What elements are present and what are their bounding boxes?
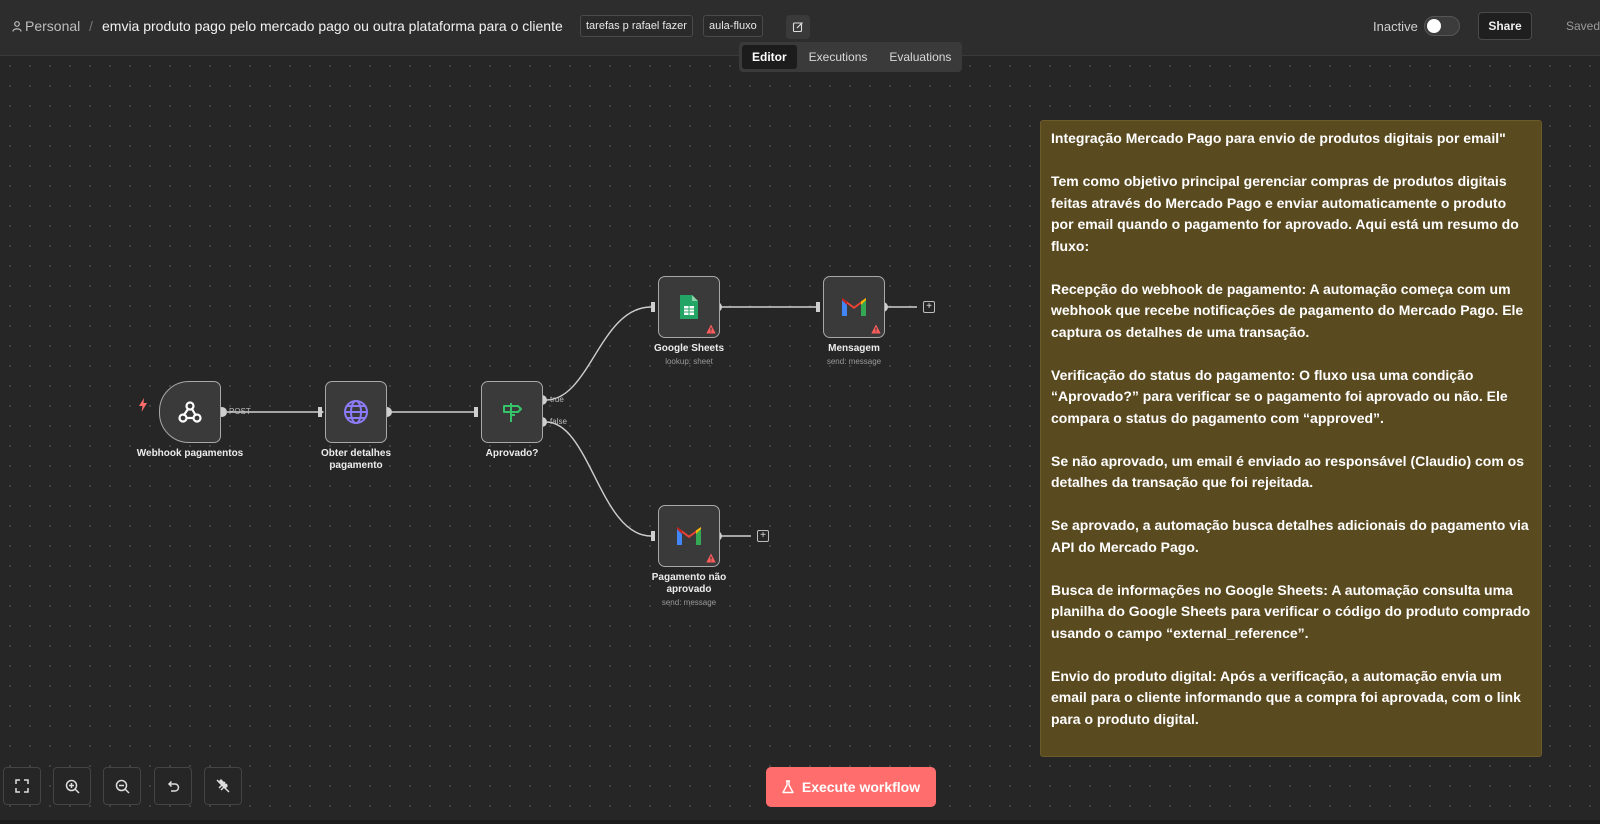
add-node-button[interactable]: + <box>923 301 935 313</box>
sticky-paragraph: Tem como objetivo principal gerenciar co… <box>1051 173 1519 254</box>
edit-tags-button[interactable] <box>786 15 810 39</box>
node-webhook[interactable] <box>159 381 221 443</box>
add-node-button[interactable]: + <box>757 530 769 542</box>
node-sheets-sub: lookup: sheet <box>665 357 713 366</box>
toggle-knob <box>1427 19 1441 33</box>
edge-arrow-http <box>318 408 324 416</box>
flask-icon <box>782 780 794 794</box>
tag-tarefas[interactable]: tarefas p rafael fazer <box>580 15 693 37</box>
webhook-icon <box>178 401 202 423</box>
edge-true-sheets <box>545 306 652 401</box>
sticky-paragraph: Recepção do webhook de pagamento: A auto… <box>1051 280 1524 340</box>
saved-status: Saved <box>1566 19 1600 33</box>
node-gmail-ok-label: Mensagem <box>828 343 880 354</box>
zoom-in-button[interactable] <box>53 767 91 805</box>
execute-workflow-label: Execute workflow <box>801 779 921 795</box>
input-port-if <box>474 407 478 417</box>
workflow-title[interactable]: emvia produto pago pelo mercado pago ou … <box>102 18 563 34</box>
undo-icon <box>167 780 180 792</box>
sticky-paragraph: Se aprovado, a automação busca detalhes … <box>1051 517 1529 555</box>
warning-icon <box>706 324 716 334</box>
zoom-in-icon <box>65 779 80 794</box>
node-sheets-label: Google Sheets <box>653 343 724 354</box>
sticky-paragraph: Envio do produto digital: Após a verific… <box>1051 667 1521 727</box>
node-if-label: Aprovado? <box>485 448 539 459</box>
sticky-note[interactable]: Integração Mercado Pago para envio de pr… <box>1040 120 1542 757</box>
node-http-label: Obter detalhes pagamento <box>296 448 416 472</box>
undo-button[interactable] <box>154 767 192 805</box>
gmail-icon <box>677 527 701 545</box>
node-gmail-fail-label-line2: aprovado <box>666 584 712 595</box>
signpost-icon <box>503 403 522 422</box>
sticky-paragraph: Se não aprovado, um email é enviado ao r… <box>1051 452 1525 491</box>
warning-icon <box>871 324 881 334</box>
edge-false-gmail <box>545 421 652 537</box>
trigger-bolt-icon <box>139 398 147 412</box>
node-gmail-fail-label-line1: Pagamento não <box>651 572 727 583</box>
view-tabs: Editor Executions Evaluations <box>739 42 962 72</box>
node-gmail-nao-aprovado[interactable] <box>658 505 720 567</box>
globe-icon <box>344 400 368 424</box>
node-gmail-fail-label: Pagamento não aprovado <box>629 572 749 596</box>
input-port-sheets <box>651 302 655 312</box>
execute-workflow-button[interactable]: Execute workflow <box>766 767 936 807</box>
sticky-paragraph: Verificação do status do pagamento: O fl… <box>1051 366 1508 426</box>
node-gmail-fail-sub: send: message <box>661 598 717 607</box>
node-if-aprovado[interactable] <box>481 381 543 443</box>
sticky-paragraph: Integração Mercado Pago para envio de pr… <box>1051 130 1506 146</box>
node-http-label-line2: pagamento <box>329 460 383 471</box>
port-label-true: true <box>550 395 564 404</box>
share-button[interactable]: Share <box>1478 12 1532 40</box>
tab-editor[interactable]: Editor <box>742 45 797 69</box>
node-gmail-ok-sub: send: message <box>826 357 882 366</box>
node-webhook-label: Webhook pagamentos <box>136 448 244 459</box>
breadcrumb-project[interactable]: Personal <box>12 18 80 34</box>
fit-view-button[interactable] <box>3 767 41 805</box>
tab-executions[interactable]: Executions <box>808 50 868 64</box>
user-icon <box>12 21 22 32</box>
port-label-false: false <box>550 417 567 426</box>
gmail-icon <box>842 298 866 316</box>
node-http-request[interactable] <box>325 381 387 443</box>
status-label: Inactive <box>1373 19 1418 34</box>
zoom-out-button[interactable] <box>103 767 141 805</box>
node-gmail-mensagem[interactable] <box>823 276 885 338</box>
google-sheets-icon <box>680 295 698 319</box>
tab-evaluations[interactable]: Evaluations <box>889 50 952 64</box>
input-port-gmail-ok <box>816 302 820 312</box>
warning-icon <box>706 553 716 563</box>
tidy-up-button[interactable] <box>204 767 242 805</box>
node-http-label-line1: Obter detalhes <box>320 448 392 459</box>
broom-icon <box>216 779 230 793</box>
edit-icon <box>792 22 803 33</box>
fullscreen-icon <box>15 779 29 793</box>
tag-aula-fluxo[interactable]: aula-fluxo <box>703 15 763 37</box>
node-google-sheets[interactable] <box>658 276 720 338</box>
zoom-out-icon <box>115 779 130 794</box>
breadcrumb-separator: / <box>89 18 93 34</box>
active-toggle[interactable] <box>1424 16 1460 36</box>
input-port-gmail-fail <box>651 531 655 541</box>
bottom-border <box>0 820 1600 824</box>
breadcrumb-project-label: Personal <box>25 18 81 34</box>
sticky-paragraph: Busca de informações no Google Sheets: A… <box>1051 581 1531 641</box>
port-label-post: POST <box>229 407 251 416</box>
